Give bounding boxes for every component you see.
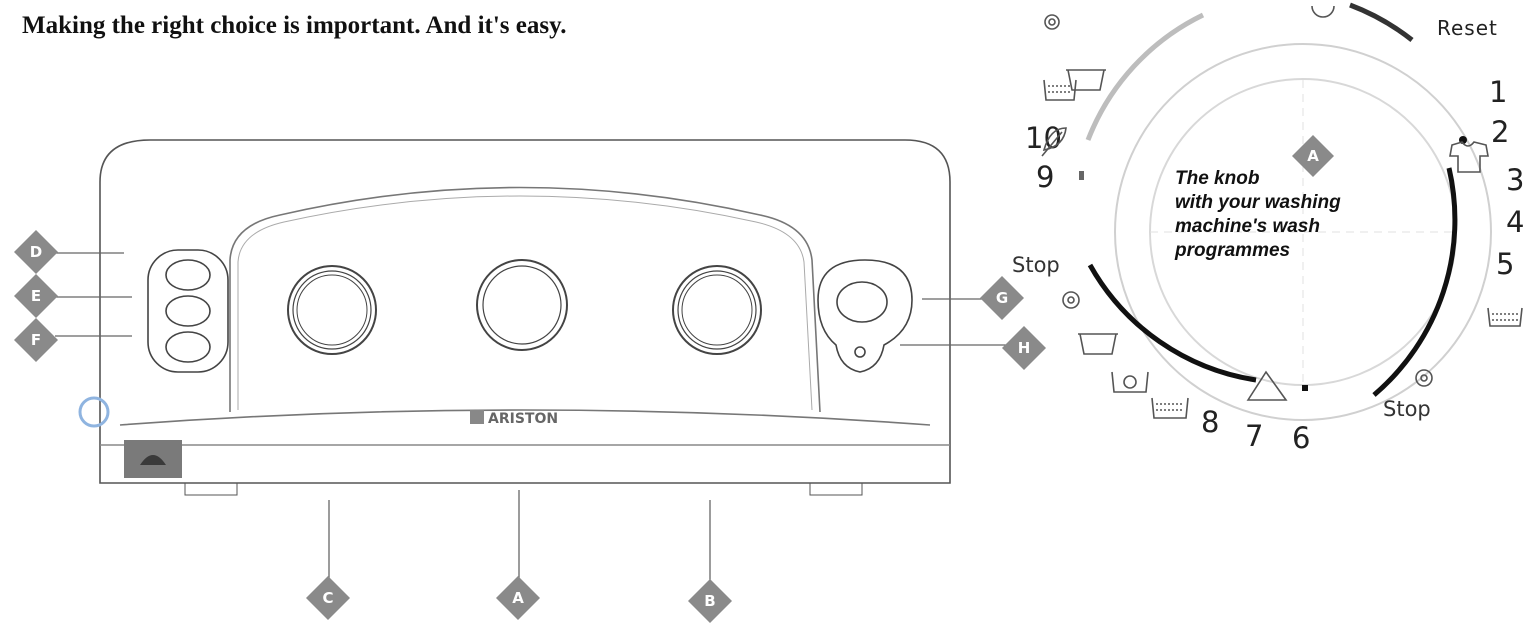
button-pod-left <box>147 249 229 373</box>
callout-a: A <box>496 576 540 620</box>
svg-text:3: 3 <box>1506 163 1524 197</box>
panel-raised-area <box>229 186 821 413</box>
shirt-icon <box>1449 141 1489 173</box>
callout-c: C <box>306 576 350 620</box>
leaf-icon <box>1041 127 1067 157</box>
svg-text:9: 9 <box>1036 160 1054 194</box>
panel-outline <box>99 139 951 484</box>
page-heading: Making the right choice is important. An… <box>22 12 567 39</box>
svg-text:The knob: The knob <box>1175 168 1260 189</box>
svg-text:6: 6 <box>1292 421 1310 455</box>
dot-9 <box>1079 171 1084 180</box>
programme-dial: 1 2 3 4 5 6 7 8 9 10 Stop Stop Re <box>1012 2 1524 455</box>
svg-text:E: E <box>31 287 41 305</box>
knob-caption: The knob with your washing machine's was… <box>1174 135 1341 261</box>
svg-text:1: 1 <box>1489 75 1507 109</box>
tub-icon <box>1151 397 1189 419</box>
button-pod-right <box>817 259 913 373</box>
knob-b <box>672 265 762 355</box>
top-icon <box>1311 5 1335 18</box>
stop-label-right: Stop <box>1383 397 1431 421</box>
callout-a-knob: A <box>1292 135 1334 177</box>
knob-c <box>287 265 377 355</box>
iron-icon <box>1246 370 1288 401</box>
knob-a <box>476 259 568 351</box>
spiral-icon <box>1044 14 1060 30</box>
stop-label-left: Stop <box>1012 253 1060 277</box>
brand-logo: ARISTON <box>470 410 558 427</box>
panel-base <box>124 440 863 496</box>
svg-text:with your washing: with your washing <box>1175 192 1341 213</box>
svg-text:D: D <box>30 243 42 261</box>
brand-name: ARISTON <box>488 411 558 427</box>
tub-icon <box>1043 79 1077 101</box>
svg-text:7: 7 <box>1245 419 1263 453</box>
button-f <box>165 331 211 363</box>
callout-d: D <box>14 230 58 274</box>
svg-text:2: 2 <box>1491 115 1509 149</box>
reset-label: Reset <box>1437 16 1498 40</box>
dial-outer-ring <box>1114 43 1492 421</box>
arc-top-right <box>1349 2 1414 42</box>
flower-tub-icon <box>1111 371 1149 393</box>
svg-text:C: C <box>322 589 333 607</box>
svg-text:programmes: programmes <box>1174 240 1290 261</box>
callout-badges: D E F G H C A B <box>14 230 1046 623</box>
arc-top-left <box>1085 12 1205 141</box>
svg-text:A: A <box>1307 147 1319 165</box>
dot-6 <box>1302 385 1308 391</box>
spiral-icon <box>1062 291 1080 309</box>
svg-text:8: 8 <box>1201 405 1219 439</box>
tub-icon <box>1078 333 1118 355</box>
arc-right <box>1372 167 1458 397</box>
callout-g: G <box>980 276 1024 320</box>
spiral-icon <box>1415 369 1433 387</box>
callout-h: H <box>1002 326 1046 370</box>
callout-e: E <box>14 274 58 318</box>
button-d <box>165 259 211 291</box>
button-g <box>836 281 888 323</box>
svg-text:F: F <box>31 331 41 349</box>
svg-text:machine's wash: machine's wash <box>1175 216 1320 237</box>
svg-text:A: A <box>512 589 524 607</box>
wash-symbols <box>1041 5 1523 419</box>
control-panel <box>78 139 951 484</box>
svg-text:4: 4 <box>1506 205 1524 239</box>
svg-text:B: B <box>704 592 715 610</box>
callout-b: B <box>688 579 732 623</box>
svg-text:5: 5 <box>1496 247 1514 281</box>
logo-ring <box>78 396 110 428</box>
panel-trim <box>119 409 931 426</box>
callout-f: F <box>14 318 58 362</box>
svg-text:H: H <box>1018 339 1031 357</box>
button-e <box>165 295 211 327</box>
arc-left <box>1087 263 1257 383</box>
tub-icon <box>1487 307 1523 327</box>
indicator-h <box>854 346 866 358</box>
panel-knobs <box>287 259 762 355</box>
svg-text:G: G <box>996 289 1008 307</box>
leader-lines <box>55 252 1030 582</box>
tub-icon <box>1066 69 1106 91</box>
